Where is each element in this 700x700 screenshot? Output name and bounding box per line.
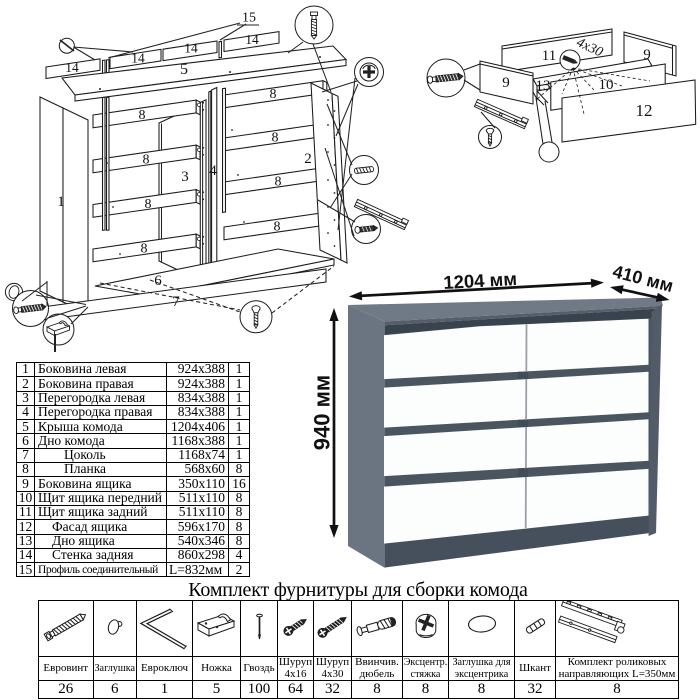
svg-text:7: 7 [172,294,180,310]
svg-text:8: 8 [139,108,146,123]
svg-text:8: 8 [274,220,281,235]
svg-text:8: 8 [141,242,148,257]
svg-text:940 мм: 940 мм [310,375,335,450]
svg-text:8: 8 [143,153,150,168]
svg-text:14: 14 [65,60,79,75]
svg-text:12: 12 [636,101,653,120]
svg-text:1: 1 [57,194,65,210]
svg-text:14: 14 [245,32,259,47]
svg-text:6: 6 [154,273,162,289]
svg-text:14: 14 [131,51,145,66]
svg-text:8: 8 [270,87,277,102]
svg-text:9: 9 [643,47,651,63]
svg-text:1204 мм: 1204 мм [443,268,518,293]
svg-text:8: 8 [275,175,282,190]
svg-text:11: 11 [542,48,556,64]
svg-text:10: 10 [599,77,614,93]
svg-text:14: 14 [184,41,198,56]
svg-text:15: 15 [242,11,256,26]
svg-text:9: 9 [502,75,510,91]
svg-text:4: 4 [209,163,217,179]
svg-text:3: 3 [181,169,189,185]
svg-text:5: 5 [180,61,188,78]
svg-text:8: 8 [272,131,279,146]
svg-text:13: 13 [536,78,551,94]
svg-text:8: 8 [145,197,152,212]
svg-text:2: 2 [304,151,312,167]
